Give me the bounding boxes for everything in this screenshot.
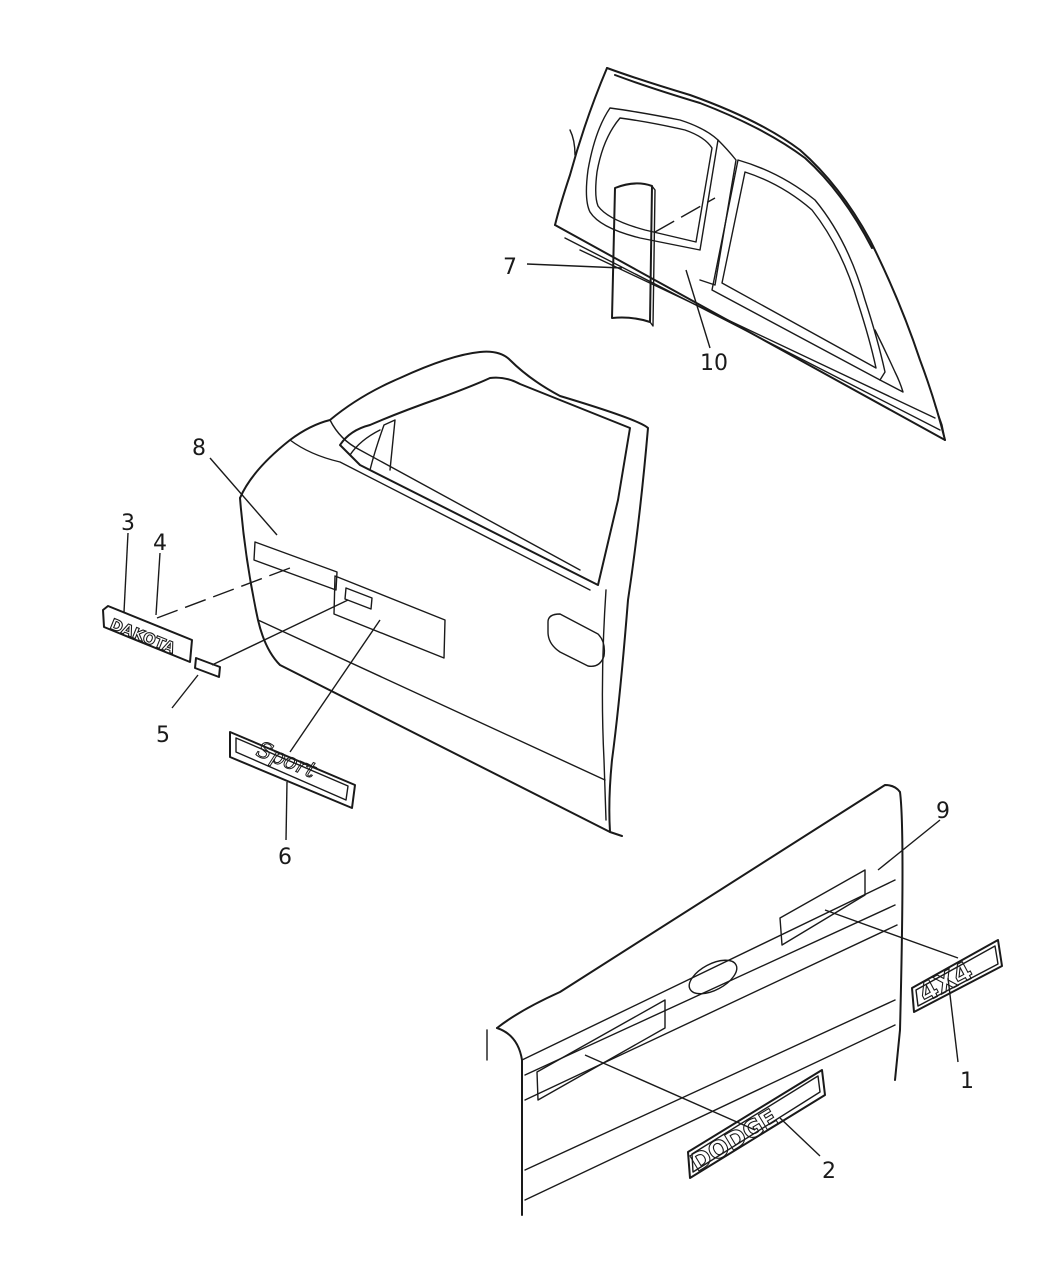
trim-badge xyxy=(194,657,221,678)
callout-labels: 1 2 3 4 5 6 7 8 9 10 xyxy=(121,255,974,1184)
callout-7: 7 xyxy=(503,255,517,280)
sport-badge-text: Sport xyxy=(253,737,320,783)
4x4-badge-text: 4X4 xyxy=(914,956,978,1009)
tailgate-panel xyxy=(486,784,904,1216)
callout-2: 2 xyxy=(822,1159,836,1184)
dodge-badge-text: DODGE xyxy=(686,1104,783,1178)
callout-3: 3 xyxy=(121,511,135,536)
trim-badge-outline xyxy=(344,587,373,610)
callout-10: 10 xyxy=(700,351,728,376)
sport-badge: Sport xyxy=(229,731,356,809)
dakota-badge-text: DAKOTA xyxy=(108,615,179,657)
leader-lines xyxy=(123,263,959,1157)
cab-stripe-decal xyxy=(611,182,653,323)
cab-rear-panel xyxy=(554,67,946,441)
callout-8: 8 xyxy=(192,436,206,461)
dodge-decal-outline xyxy=(536,999,666,1101)
dakota-decal-outline xyxy=(253,541,338,591)
4x4-badge: 4X4 xyxy=(911,939,1003,1013)
front-door-panel xyxy=(239,350,649,837)
callout-1: 1 xyxy=(960,1069,974,1094)
4x4-decal-outline xyxy=(779,869,866,946)
callout-9: 9 xyxy=(936,799,950,824)
dakota-badge: DAKOTA xyxy=(102,605,193,663)
callout-6: 6 xyxy=(278,845,292,870)
sport-decal-outline xyxy=(333,575,446,659)
callout-5: 5 xyxy=(156,723,170,748)
callout-4: 4 xyxy=(153,531,167,556)
